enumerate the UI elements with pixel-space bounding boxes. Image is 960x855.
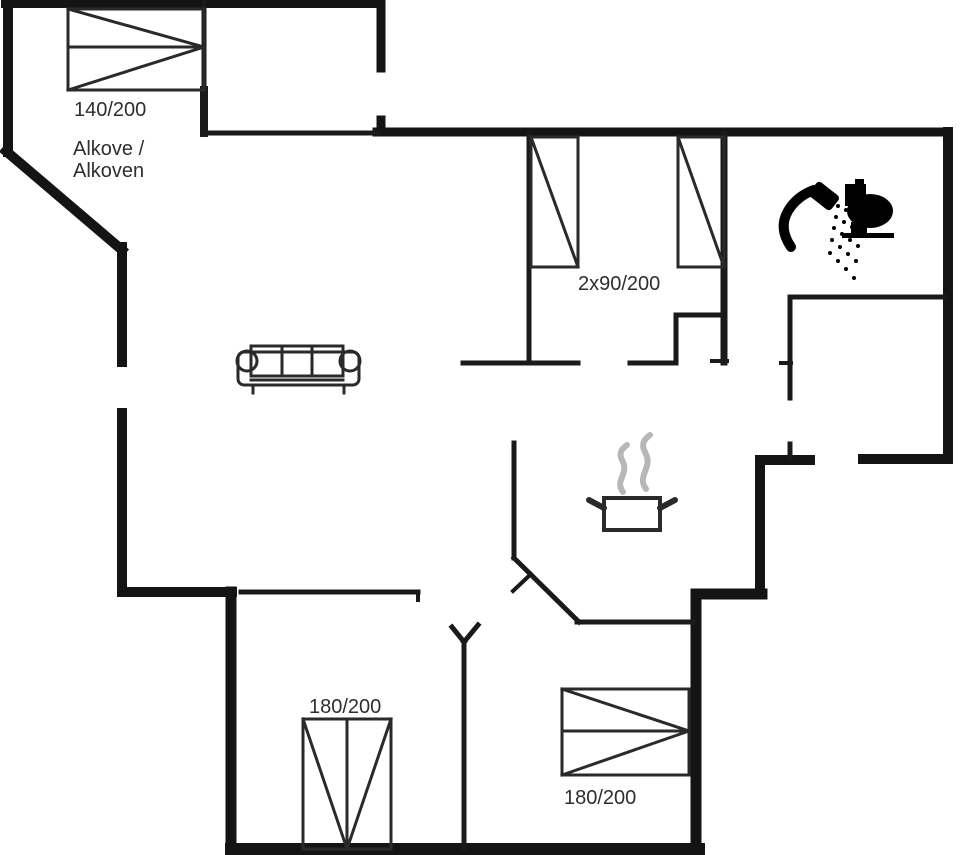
bed-outline <box>529 135 580 269</box>
shower-head <box>809 181 839 211</box>
bed-outline <box>676 135 726 269</box>
bed-diagonal-top <box>66 7 206 49</box>
wall-left-diagonal <box>0 143 130 258</box>
bed-diagonal <box>529 135 580 269</box>
pot-body <box>602 496 662 532</box>
steam-wisp-left <box>617 442 630 495</box>
pot-handle-right <box>657 497 678 511</box>
double-bed-icon <box>66 7 206 92</box>
cooking-pot-icon <box>586 496 678 532</box>
double-bed-icon <box>560 687 691 777</box>
kitchen-door-tick <box>510 571 534 594</box>
kitchen-wall-diagonal <box>510 554 583 626</box>
alkove-size-label: 140/200 <box>74 99 146 121</box>
steam-icon <box>617 432 653 495</box>
hall-door-arm-left <box>448 623 468 646</box>
alkove-name-line2: Alkoven <box>73 160 144 182</box>
bed-outline <box>66 7 206 92</box>
pot-handle-left <box>586 497 607 511</box>
bathroom-icons <box>778 179 894 280</box>
furniture <box>66 7 726 851</box>
bed-diagonal-bottom <box>560 729 691 777</box>
bed-bottom-left-label: 180/200 <box>309 696 381 718</box>
double-room-beds-label: 2x90/200 <box>578 273 660 295</box>
bed-bottom-right-label: 180/200 <box>564 787 636 809</box>
toilet-lid <box>855 179 864 186</box>
bed-diagonal-top <box>560 687 691 733</box>
bed-diagonal <box>676 135 726 269</box>
sofa-body <box>236 350 361 387</box>
shower-hose <box>778 185 819 252</box>
bed-diagonal-bottom <box>66 45 206 92</box>
sofa-arm-left <box>235 349 259 373</box>
sofa-back-cushions <box>249 344 345 378</box>
toilet-bowl <box>847 194 893 228</box>
steam-wisp-right <box>639 432 653 492</box>
toilet-base <box>842 233 894 238</box>
hall-door-arm-right <box>460 621 482 646</box>
single-bed-icon <box>529 135 580 269</box>
sofa-icon <box>235 344 362 395</box>
toilet-pedestal <box>851 222 867 234</box>
sofa-arm-right <box>338 349 362 373</box>
bed-diagonal-left <box>301 717 349 851</box>
labels: 140/200 Alkove / Alkoven 2x90/200 180/20… <box>73 99 660 809</box>
toilet-icon <box>842 179 894 238</box>
double-bed-icon <box>301 717 393 851</box>
single-bed-icon <box>676 135 726 269</box>
bed-diagonal-right <box>345 717 393 851</box>
alkove-name-line1: Alkove / <box>73 138 145 160</box>
